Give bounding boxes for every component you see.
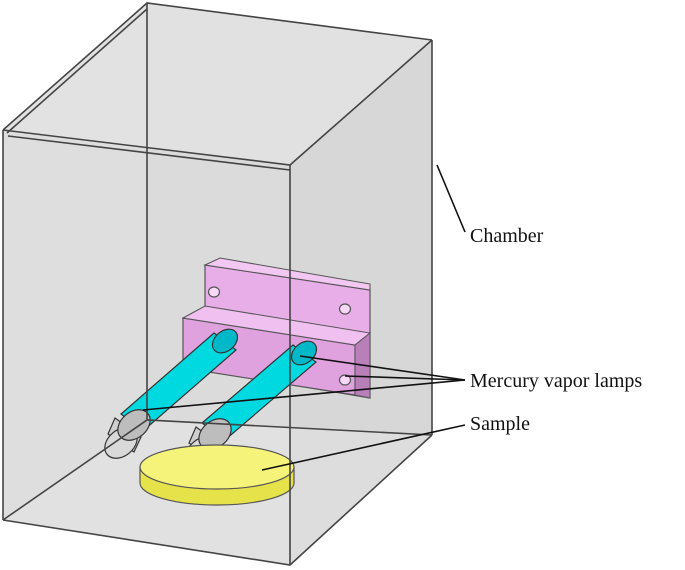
- mercury-lamp-left: [104, 328, 239, 459]
- lamps-leader-2: [299, 355, 466, 381]
- chamber-edges: [2, 2, 433, 566]
- sample-dish: [139, 444, 295, 506]
- holder-hole: [207, 286, 221, 298]
- holder-hole: [338, 374, 352, 386]
- lamp-holder: [181, 257, 372, 399]
- chamber-top-face: [3, 3, 432, 165]
- holder-hole: [338, 303, 352, 315]
- sample-leader: [261, 424, 466, 471]
- chamber-label: Chamber: [470, 225, 544, 247]
- lamps-leader-1: [142, 379, 466, 411]
- lamps-leader-3: [344, 375, 466, 381]
- sample-label: Sample: [470, 413, 530, 435]
- leader-lines: [142, 164, 466, 471]
- chamber-leader: [436, 164, 466, 233]
- lamps-label: Mercury vapor lamps: [470, 370, 642, 392]
